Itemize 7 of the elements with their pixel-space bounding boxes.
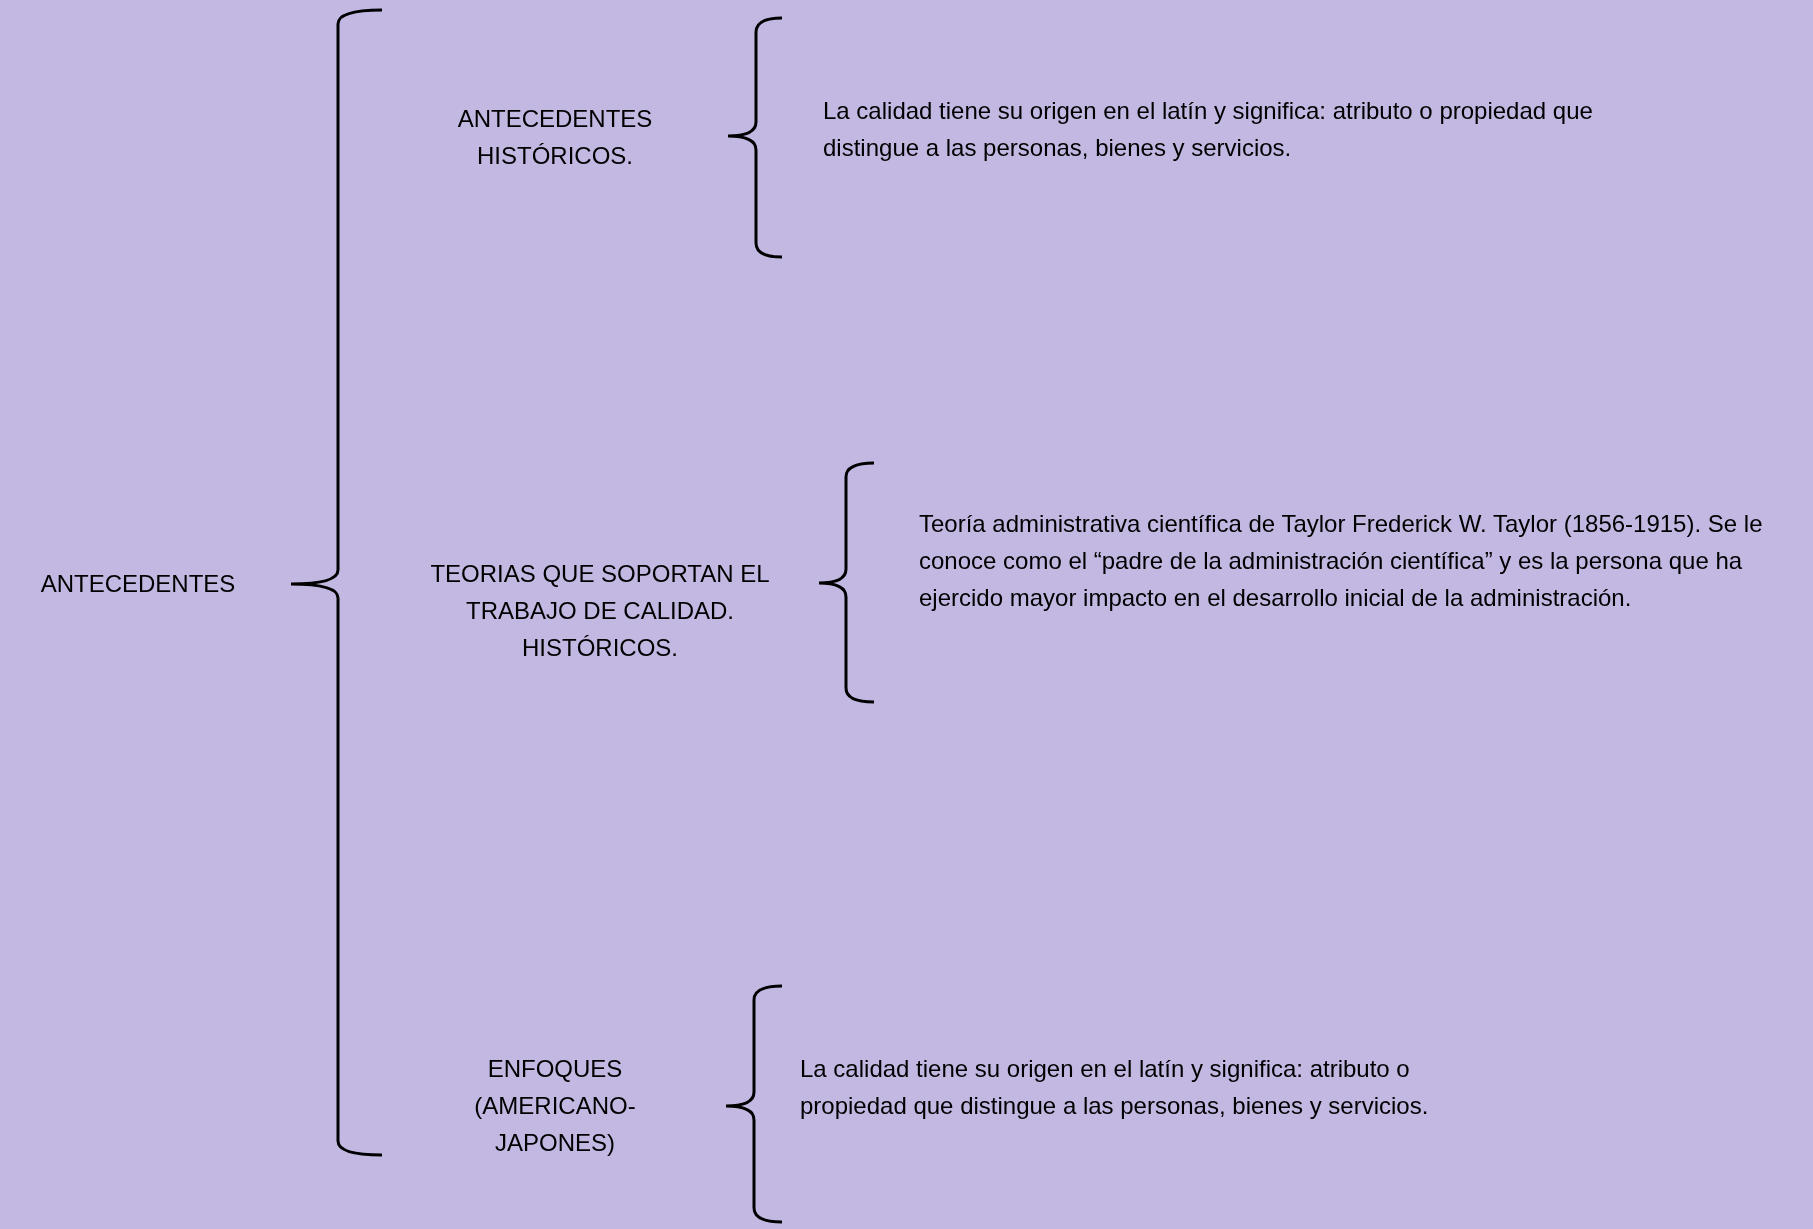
branch-heading: ANTECEDENTES HISTÓRICOS. — [456, 104, 654, 171]
branch-heading: ENFOQUES (AMERICANO-JAPONES) — [473, 1054, 637, 1158]
description-text: La calidad tiene su origen en el latín y significa: atributo o propiedad que distingue a las personas, bienes y servicios. — [800, 1054, 1430, 1121]
description-text: La calidad tiene su origen en el latín y significa: atributo o propiedad que distingue a las personas, bienes y servicios. — [823, 96, 1594, 163]
root-heading: ANTECEDENTES — [39, 569, 237, 599]
branch-heading: TEORIAS QUE SOPORTAN EL TRABAJO DE CALIDAD. HISTÓRICOS. — [429, 559, 771, 663]
description-text: Teoría administrativa científica de Taylor Frederick W. Taylor (1856-1915). Se le conoce como el “padre de la administración científica” y es la persona que ha ejercido mayor impacto en el desarrollo inicial de la administración. — [919, 509, 1764, 613]
